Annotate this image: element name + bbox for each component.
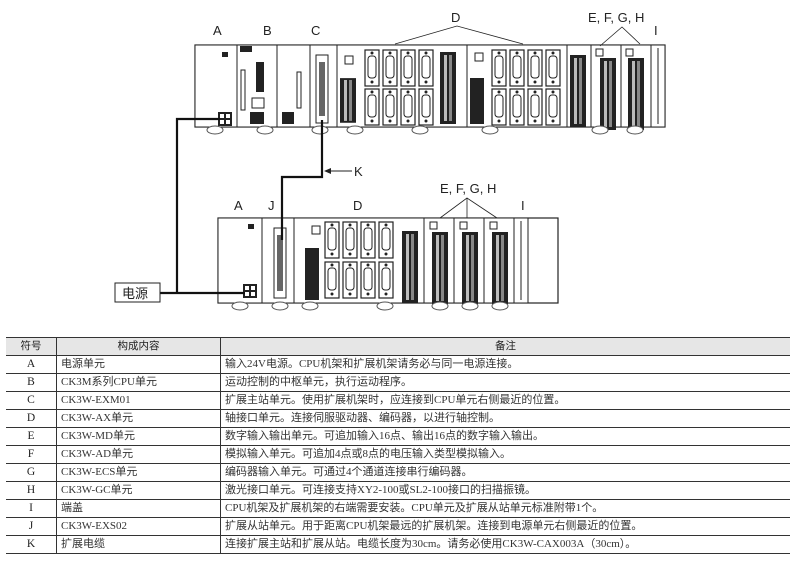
label-lower-efgh: E, F, G, H: [440, 181, 496, 196]
row-symbol: I: [6, 499, 57, 518]
label-upper-i: I: [654, 23, 658, 38]
row-component: CK3W-ECS单元: [56, 463, 221, 482]
label-k: K: [354, 164, 363, 179]
cable-k-arrow: [324, 168, 352, 174]
upper-power-unit: [194, 44, 238, 128]
row-note: 运动控制的中枢单元，执行运动程序。: [220, 373, 790, 392]
row-note: 激光接口单元。可连接支持XY2-100或SL2-100接口的扫描振镜。: [220, 481, 790, 500]
row-component: 电源单元: [56, 355, 221, 374]
row-note: 扩展从站单元。用于距离CPU机架最远的扩展机架。连接到电源单元右侧最近的位置。: [220, 517, 790, 536]
row-component: CK3M系列CPU单元: [56, 373, 221, 392]
row-note: 编码器输入单元。可通过4个通道连接串行编码器。: [220, 463, 790, 482]
row-symbol: J: [6, 517, 57, 536]
table-header-row: 符号 构成内容 备注: [6, 337, 790, 356]
lower-end-cover: [513, 217, 529, 304]
row-symbol: G: [6, 463, 57, 482]
lower-leader-lines: [439, 197, 498, 219]
row-component: CK3W-AX单元: [56, 409, 221, 428]
power-supply-box: 电源: [114, 282, 161, 303]
lower-axis-units: [293, 217, 425, 304]
row-symbol: F: [6, 445, 57, 464]
label-lower-a: A: [234, 198, 243, 213]
row-component: CK3W-AD单元: [56, 445, 221, 464]
label-upper-a: A: [213, 23, 222, 38]
row-symbol: B: [6, 373, 57, 392]
lower-rack: [217, 217, 559, 311]
rack-configuration-diagram: A B C D E, F, G, H I: [114, 10, 666, 311]
header-symbol: 符号: [6, 337, 57, 356]
upper-cpu-unit: [236, 44, 278, 128]
label-upper-efgh: E, F, G, H: [588, 10, 644, 25]
row-note: 连接扩展主站和扩展从站。电缆长度为30cm。请务必使用CK3W-CAX003A（…: [220, 535, 790, 554]
upper-blank-unit: [276, 44, 311, 128]
upper-io-units: [566, 44, 652, 130]
power-supply-label: 电源: [122, 287, 148, 302]
label-upper-b: B: [263, 23, 272, 38]
upper-axis-units: [336, 44, 468, 128]
row-symbol: K: [6, 535, 57, 554]
upper-end-cover: [650, 44, 666, 128]
row-component: CK3W-GC单元: [56, 481, 221, 500]
power-wiring: [160, 117, 245, 295]
row-note: 轴接口单元。连接伺服驱动器、编码器，以进行轴控制。: [220, 409, 790, 428]
label-upper-d: D: [451, 10, 460, 25]
row-component: CK3W-EXM01: [56, 391, 221, 410]
row-symbol: E: [6, 427, 57, 446]
row-symbol: H: [6, 481, 57, 500]
lower-io-units: [423, 217, 515, 304]
row-note: 模拟输入单元。可追加4点或8点的电压输入类型模拟输入。: [220, 445, 790, 464]
row-note: 输入24V电源。CPU机架和扩展机架请务必与同一电源连接。: [220, 355, 790, 374]
row-symbol: A: [6, 355, 57, 374]
row-symbol: C: [6, 391, 57, 410]
row-component: CK3W-MD单元: [56, 427, 221, 446]
lower-power-unit: [217, 217, 263, 304]
row-note: 扩展主站单元。使用扩展机架时，应连接到CPU单元右侧最近的位置。: [220, 391, 790, 410]
row-note: CPU机架及扩展机架的右端需要安装。CPU单元及扩展从站单元标准附带1个。: [220, 499, 790, 518]
upper-expansion-master-unit: [309, 44, 338, 128]
row-note: 数字输入输出单元。可追加输入16点、输出16点的数字输入输出。: [220, 427, 790, 446]
upper-leader-lines: [394, 25, 641, 47]
label-lower-i: I: [521, 198, 525, 213]
upper-axis-units-2: [466, 44, 568, 128]
label-lower-j: J: [268, 198, 275, 213]
label-lower-d: D: [353, 198, 362, 213]
label-upper-c: C: [311, 23, 320, 38]
upper-rack: [194, 44, 666, 135]
row-symbol: D: [6, 409, 57, 428]
header-note: 备注: [220, 337, 790, 356]
lower-expansion-slave-unit: [261, 217, 295, 304]
row-component: CK3W-EXS02: [56, 517, 221, 536]
row-component: 扩展电缆: [56, 535, 221, 554]
row-component: 端盖: [56, 499, 221, 518]
expansion-cable: [280, 120, 324, 240]
header-content: 构成内容: [56, 337, 221, 356]
